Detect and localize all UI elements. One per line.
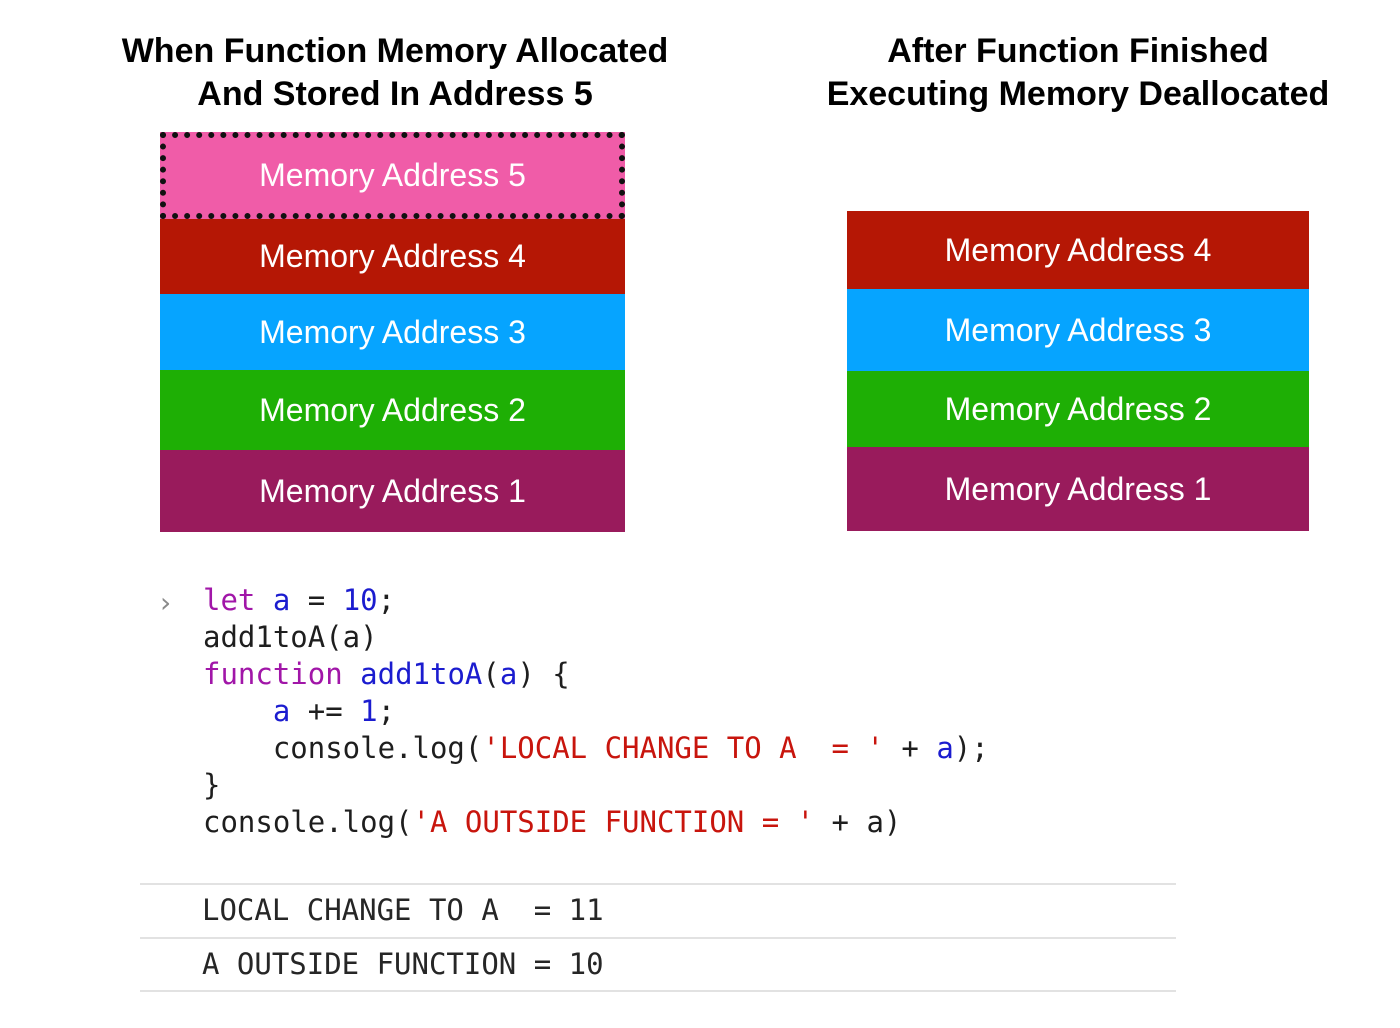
code-line: }: [203, 767, 989, 804]
code-line: a += 1;: [203, 693, 989, 730]
code-token: ;: [377, 583, 396, 617]
code-token: +=: [290, 694, 361, 728]
memory-block-2: Memory Address 2: [847, 371, 1309, 447]
code-line: console.log('LOCAL CHANGE TO A = ' + a);: [203, 730, 989, 767]
code-token: 10: [342, 583, 378, 617]
output-divider: [140, 883, 1176, 885]
code-token: console.log(: [203, 731, 483, 765]
code-token: 'A OUTSIDE FUNCTION = ': [412, 805, 815, 839]
code-line: let a = 10;: [203, 582, 989, 619]
code-token: +: [883, 731, 937, 765]
memory-block-1: Memory Address 1: [847, 447, 1309, 531]
output-divider: [140, 990, 1176, 992]
console-output-line: LOCAL CHANGE TO A = 11: [202, 893, 604, 927]
memory-block-4: Memory Address 4: [160, 219, 625, 294]
memory-block-3: Memory Address 3: [847, 289, 1309, 371]
code-token: a: [499, 657, 518, 691]
heading-allocated-line2: And Stored In Address 5: [197, 75, 593, 113]
code-token: + a): [814, 805, 902, 839]
code-token: );: [953, 731, 989, 765]
code-line: function add1toA(a) {: [203, 656, 989, 693]
code-token: ;: [377, 694, 396, 728]
code-token: let: [203, 583, 256, 617]
code-token: a: [936, 731, 954, 765]
code-token: =: [290, 583, 343, 617]
memory-block-1: Memory Address 1: [160, 450, 625, 532]
memory-block-4: Memory Address 4: [847, 211, 1309, 289]
code-token: [255, 583, 272, 617]
memory-block-5: Memory Address 5: [160, 132, 625, 219]
heading-deallocated-line1: After Function Finished: [887, 32, 1269, 70]
memory-stack-deallocated: Memory Address 4 Memory Address 3 Memory…: [847, 211, 1309, 531]
code-token: a: [272, 694, 291, 728]
heading-deallocated: After Function Finished Executing Memory…: [778, 30, 1378, 116]
memory-block-2: Memory Address 2: [160, 370, 625, 450]
code-line: add1toA(a): [203, 619, 989, 656]
heading-allocated-line1: When Function Memory Allocated: [121, 32, 669, 70]
memory-block-3: Memory Address 3: [160, 294, 625, 370]
code-token: [343, 657, 360, 691]
code-token: add1toA: [360, 657, 483, 691]
code-line: console.log('A OUTSIDE FUNCTION = ' + a): [203, 804, 989, 841]
code-token: (: [482, 657, 500, 691]
code-token: [203, 694, 273, 728]
code-token: console.log(: [203, 805, 413, 839]
code-token: a: [272, 583, 291, 617]
console-prompt-icon: ›: [160, 586, 172, 619]
code-token: add1toA(a): [203, 620, 378, 654]
console-output-line: A OUTSIDE FUNCTION = 10: [202, 947, 604, 981]
code-token: 'LOCAL CHANGE TO A = ': [482, 731, 884, 765]
code-snippet: let a = 10;add1toA(a)function add1toA(a)…: [203, 582, 989, 841]
code-token: function: [203, 657, 343, 691]
memory-stack-allocated: Memory Address 5 Memory Address 4 Memory…: [160, 132, 625, 532]
heading-allocated: When Function Memory Allocated And Store…: [60, 30, 730, 116]
code-token: 1: [360, 694, 378, 728]
heading-deallocated-line2: Executing Memory Deallocated: [826, 75, 1330, 113]
code-token: ) {: [517, 657, 570, 691]
code-token: }: [203, 768, 221, 802]
output-divider: [140, 937, 1176, 939]
